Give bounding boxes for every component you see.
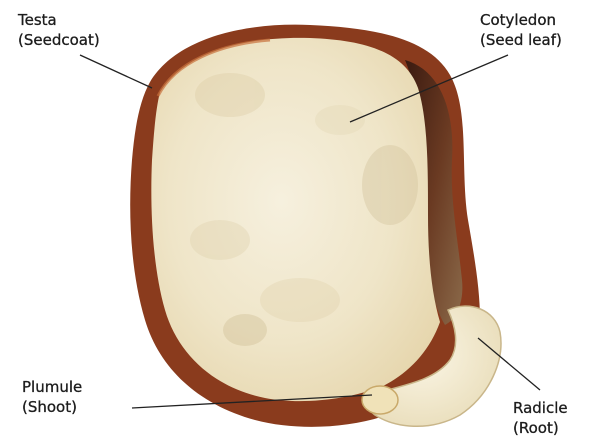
testa-label-line1: Testa — [18, 10, 100, 30]
cotyledon-label: Cotyledon (Seed leaf) — [480, 10, 562, 50]
plumule-label: Plumule (Shoot) — [22, 377, 82, 417]
testa-label-line2: (Seedcoat) — [18, 30, 100, 50]
cotyledon-label-line1: Cotyledon — [480, 10, 562, 30]
plumule-shoot — [362, 386, 398, 414]
plumule-label-line2: (Shoot) — [22, 397, 82, 417]
testa-label: Testa (Seedcoat) — [18, 10, 100, 50]
testa-leader-line — [80, 55, 152, 88]
plumule-label-line1: Plumule — [22, 377, 82, 397]
radicle-label-line2: (Root) — [513, 418, 568, 438]
radicle-label-line1: Radicle — [513, 398, 568, 418]
radicle-label: Radicle (Root) — [513, 398, 568, 438]
cotyledon-label-line2: (Seed leaf) — [480, 30, 562, 50]
